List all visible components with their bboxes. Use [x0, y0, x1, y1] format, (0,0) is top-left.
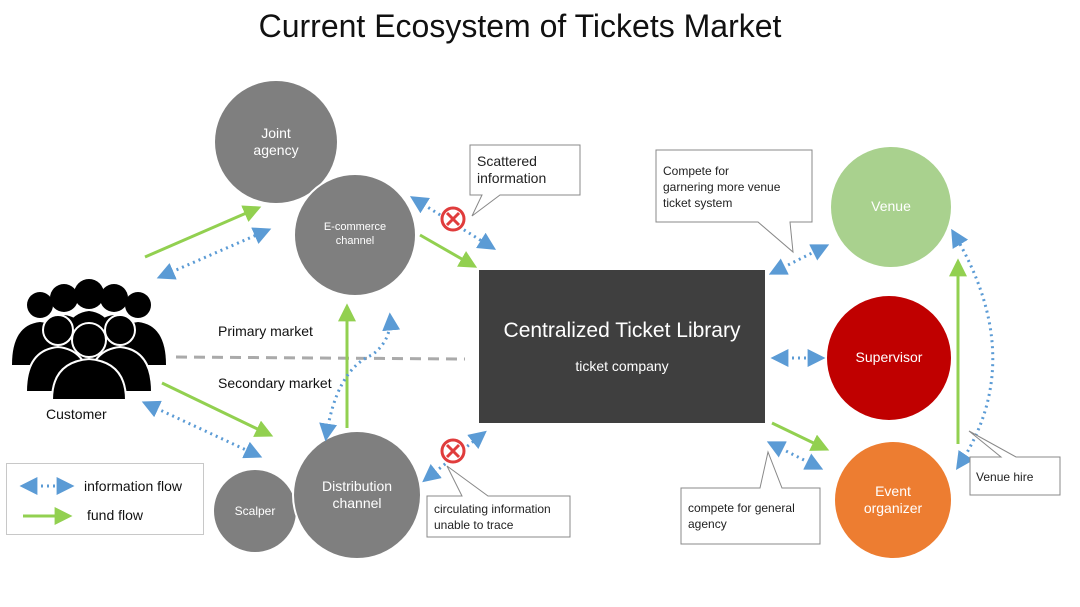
compete-agency-callout [680, 450, 821, 545]
customer-label: Customer [46, 406, 107, 422]
circulating-callout [426, 465, 571, 538]
legend-info-label: information flow [84, 478, 183, 494]
ecommerce-label: E-commerce channel [323, 221, 387, 247]
circulating-callout-text: circulating information unable to trace [434, 502, 551, 533]
event-organizer-node [835, 442, 951, 558]
distribution-label: Distribution channel [321, 477, 393, 512]
venue-node [831, 147, 951, 267]
venue-hire-callout-text: Venue hire [976, 470, 1034, 484]
supervisor-label: Supervisor [855, 349, 923, 366]
primary-market-label: Primary market [218, 323, 313, 339]
compete-venue-callout-text: Compete for garnering more venue ticket … [663, 164, 781, 211]
scalper-node [214, 470, 296, 552]
scalper-label: Scalper [234, 503, 276, 518]
diagram-title: Current Ecosystem of Tickets Market [258, 8, 782, 44]
legend: information flow fund flow [6, 463, 204, 535]
venue-hire-callout [968, 430, 1061, 496]
library-title: Centralized Ticket Library [503, 318, 741, 342]
ticket-library-box [479, 270, 765, 423]
compete-venue-callout [655, 149, 813, 254]
event-organizer-label: Event organizer [863, 482, 923, 517]
secondary-market-label: Secondary market [218, 375, 332, 391]
scattered-callout-text: Scattered information [477, 153, 547, 186]
crowd-icon [12, 279, 166, 401]
market-divider [175, 355, 466, 361]
venue-label: Venue [871, 198, 911, 215]
legend-fund-label: fund flow [87, 507, 144, 523]
legend-swatches [19, 477, 75, 525]
scattered-callout [469, 144, 581, 217]
blocked-icon [440, 206, 466, 232]
joint-agency-node [215, 81, 337, 203]
blocked-icon [440, 438, 466, 464]
supervisor-node [827, 296, 951, 420]
joint-agency-label: Joint agency [253, 124, 299, 159]
compete-agency-callout-text: compete for general agency [688, 501, 795, 532]
library-subtitle: ticket company [575, 358, 669, 375]
